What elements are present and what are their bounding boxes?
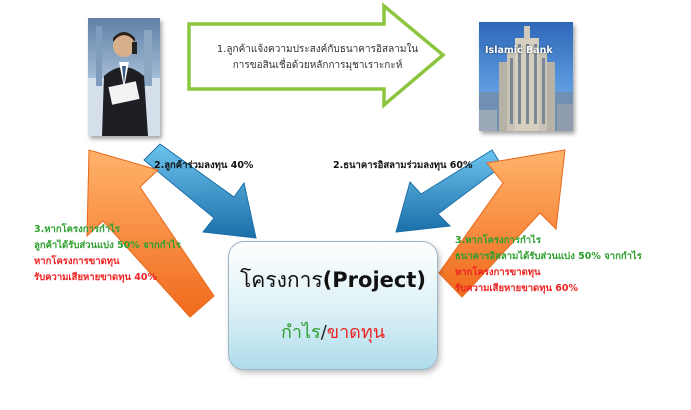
blue-arrow-client-invest [143, 143, 257, 239]
orange-arrow-client-return [86, 149, 215, 318]
step3-bank-note: 3.หากโครงการกำไร ธนาคารอิสลามได้รับส่วนแ… [455, 233, 642, 297]
project-title-thai: โครงการ [240, 268, 323, 292]
project-title-en: (Project) [322, 268, 426, 292]
step3-bank-line1: 3.หากโครงการกำไร [455, 235, 541, 246]
blue-arrow-bank-invest [395, 149, 503, 233]
bank-building-icon [479, 26, 573, 131]
green-arrow-request [187, 2, 446, 109]
project-title: โครงการ(Project) [229, 264, 437, 297]
step3-client-line4: รับความเสียหายขาดทุน 40% [34, 272, 157, 283]
step3-bank-line2: ธนาคารอิสลามได้รับส่วนแบ่ง 50% จากกำไร [455, 251, 642, 262]
step3-client-line1: 3.หากโครงการกำไร [34, 224, 120, 235]
step1-line1: 1.ลูกค้าแจ้งความประสงค์กับธนาคารอิสลามใน [216, 44, 419, 55]
businessman-icon [88, 26, 160, 136]
project-profit: กำไร [280, 322, 321, 343]
step3-client-line2: ลูกค้าได้รับส่วนแบ่ง 50% จากกำไร [34, 240, 181, 251]
project-box: โครงการ(Project) กำไร/ขาดทุน [228, 241, 438, 370]
project-separator: / [320, 322, 327, 343]
project-loss: ขาดทุน [326, 322, 386, 343]
bank-name-label: Islamic Bank [485, 45, 553, 56]
step1-text: 1.ลูกค้าแจ้งความประสงค์กับธนาคารอิสลามใน… [200, 42, 435, 74]
client-photo [88, 18, 160, 136]
step1-line2: การขอสินเชื่อด้วยหลักการมุชาเราะกะห์ [232, 60, 403, 71]
project-outcome: กำไร/ขาดทุน [229, 317, 437, 346]
bank-photo: Islamic Bank [479, 22, 573, 131]
step2-client-label: 2.ลูกค้าร่วมลงทุน 40% [154, 160, 254, 171]
step3-client-line3: หากโครงการขาดทุน [34, 256, 120, 267]
step3-bank-line4: รับความเสียหายขาดทุน 60% [455, 283, 578, 294]
step3-bank-line3: หากโครงการขาดทุน [455, 267, 541, 278]
orange-arrow-bank-return [438, 149, 566, 298]
step3-client-note: 3.หากโครงการกำไร ลูกค้าได้รับส่วนแบ่ง 50… [34, 222, 181, 286]
step2-bank-label: 2.ธนาคารอิสลามร่วมลงทุน 60% [333, 160, 473, 171]
